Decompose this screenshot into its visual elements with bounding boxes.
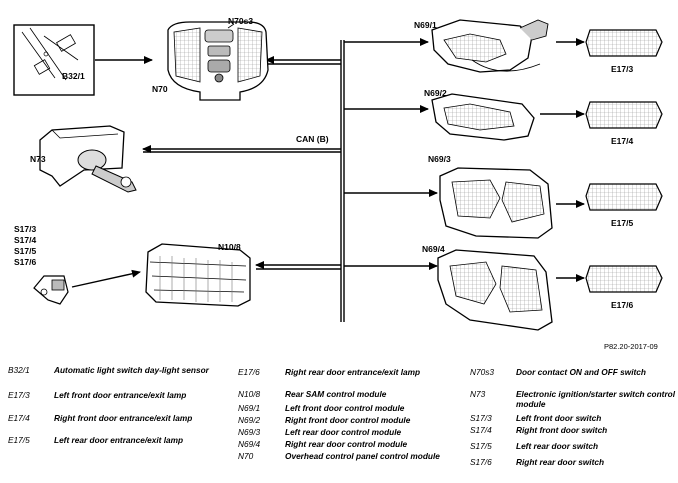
n69-2-label: N69/2 xyxy=(424,88,447,98)
reference-code: P82.20-2017-09 xyxy=(604,342,658,351)
legend-description: Rear SAM control module xyxy=(285,389,387,399)
legend-description: Right rear door control module xyxy=(285,439,408,449)
legend-description: Overhead control panel control module xyxy=(285,451,440,461)
s17-4-label: S17/4 xyxy=(14,235,36,245)
n73-label: N73 xyxy=(30,154,46,164)
switch-to-n10-line xyxy=(71,269,141,288)
n73-ignition-module: N73 xyxy=(30,125,137,193)
legend-code: B32/1 xyxy=(8,365,30,375)
legend-description: Right rear door switch xyxy=(516,457,605,467)
e17-5-label: E17/5 xyxy=(611,218,633,228)
b32-1-label: B32/1 xyxy=(62,71,85,81)
e17-4-lamp: E17/4 xyxy=(585,101,663,146)
legend-description: Right front door control module xyxy=(285,415,411,425)
legend-description: Right rear door entrance/exit lamp xyxy=(285,367,421,377)
s17-6-label: S17/6 xyxy=(14,257,36,267)
legend-description: Automatic light switch day-light sensor xyxy=(54,365,209,375)
legend-description: Left front door switch xyxy=(516,413,602,423)
legend-code: E17/3 xyxy=(8,390,30,400)
legend-description: Right front door switch xyxy=(516,425,608,435)
legend-description: Right front door entrance/exit lamp xyxy=(54,413,193,423)
legend-code: E17/6 xyxy=(238,367,260,377)
n10-8-label: N10/8 xyxy=(218,242,241,252)
legend-code: N73 xyxy=(470,389,486,399)
legend-code: N69/3 xyxy=(238,427,261,437)
n69-3-label: N69/3 xyxy=(428,154,451,164)
e17-4-label: E17/4 xyxy=(611,136,633,146)
n69-4-door-module: N69/4 xyxy=(422,244,553,331)
e17-3-lamp: E17/3 xyxy=(585,29,663,74)
e17-5-lamp: E17/5 xyxy=(585,183,663,228)
legend-code: N70 xyxy=(238,451,254,461)
n70-label: N70 xyxy=(152,84,168,94)
legend-code: E17/4 xyxy=(8,413,30,423)
n69-4-label: N69/4 xyxy=(422,244,445,254)
n69-3-door-module: N69/3 xyxy=(428,154,553,239)
e17-3-label: E17/3 xyxy=(611,64,633,74)
n70-overhead-panel: N70s3 N70 xyxy=(152,16,269,101)
legend-description: Door contact ON and OFF switch xyxy=(516,367,646,377)
legend-code: N10/8 xyxy=(238,389,261,399)
legend-code: N69/2 xyxy=(238,415,261,425)
legend-description: Electronic ignition/starter switch contr… xyxy=(516,389,676,409)
legend-description: Left front door control module xyxy=(285,403,405,413)
n69-2-door-module: N69/2 xyxy=(424,88,535,141)
can-bus xyxy=(142,38,438,322)
b32-1-sensor: B32/1 xyxy=(13,24,95,96)
e17-6-lamp: E17/6 xyxy=(585,265,663,310)
legend-code: N70s3 xyxy=(470,367,494,377)
legend-description: Left rear door control module xyxy=(285,427,402,437)
door-switch-assembly: S17/3 S17/4 S17/5 S17/6 xyxy=(14,224,69,305)
legend-code: N69/1 xyxy=(238,403,261,413)
n10-8-sam-module: N10/8 xyxy=(145,242,251,307)
s17-5-label: S17/5 xyxy=(14,246,36,256)
n70s3-label: N70s3 xyxy=(228,16,253,26)
legend-description: Left front door entrance/exit lamp xyxy=(54,390,187,400)
n69-1-label: N69/1 xyxy=(414,20,437,30)
can-bus-label: CAN (B) xyxy=(296,134,329,144)
legend-code: S17/5 xyxy=(470,441,492,451)
legend-description: Left rear door entrance/exit lamp xyxy=(54,435,184,445)
e17-6-label: E17/6 xyxy=(611,300,633,310)
legend-code: S17/6 xyxy=(470,457,492,467)
legend-description: Left rear door switch xyxy=(516,441,599,451)
legend-code: S17/3 xyxy=(470,413,492,423)
legend-code: E17/5 xyxy=(8,435,30,445)
s17-3-label: S17/3 xyxy=(14,224,36,234)
legend-code: N69/4 xyxy=(238,439,261,449)
n69-1-door-module: N69/1 xyxy=(414,19,549,73)
legend-code: S17/4 xyxy=(470,425,492,435)
